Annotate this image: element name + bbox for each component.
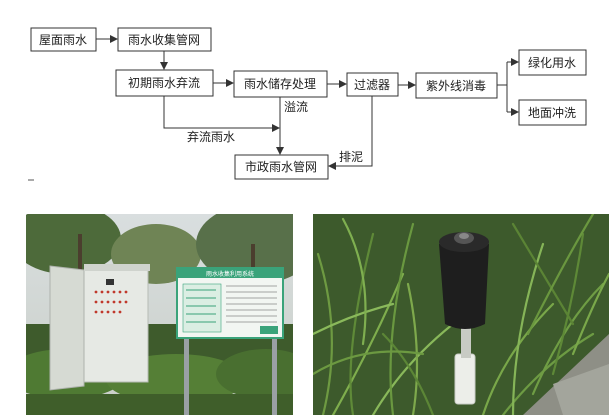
control-cabinet (49, 264, 150, 391)
node-greening-label: 绿化用水 (528, 55, 576, 70)
sprinkler-scene-illustration (313, 214, 609, 415)
node-initial-diversion: 初期雨水弃流 (115, 69, 214, 97)
node-ground-wash: 地面冲洗 (518, 99, 587, 126)
edge-discard-rain (163, 96, 280, 132)
node-collection-pipe: 雨水收集管网 (117, 27, 212, 52)
node-filter-label: 过滤器 (354, 78, 390, 92)
connectors (96, 35, 519, 170)
node-initial-diversion-label: 初期雨水弃流 (128, 75, 200, 90)
edge-sludge (328, 96, 373, 170)
node-greening: 绿化用水 (518, 49, 587, 76)
node-municipal: 市政雨水管网 (234, 154, 329, 180)
node-uv: 紫外线消毒 (415, 72, 498, 99)
photo-sprinkler (313, 214, 609, 415)
node-collection-pipe-label: 雨水收集管网 (128, 32, 200, 47)
label-overflow: 溢流 (284, 100, 308, 114)
info-board: 雨水收集利用系统 (176, 267, 284, 415)
node-filter: 过滤器 (346, 72, 399, 97)
node-municipal-label: 市政雨水管网 (245, 159, 317, 174)
node-storage: 雨水储存处理 (233, 70, 328, 98)
node-uv-label: 紫外线消毒 (426, 79, 486, 93)
node-ground-wash-label: 地面冲洗 (528, 105, 576, 120)
photo-equipment-cabinet: 雨水收集利用系统 (26, 214, 293, 415)
node-storage-label: 雨水储存处理 (244, 76, 316, 91)
info-board-title: 雨水收集利用系统 (206, 270, 254, 278)
cabinet-scene-illustration: 雨水收集利用系统 (26, 214, 293, 415)
label-sludge: 排泥 (339, 150, 363, 164)
node-roof-rain: 屋面雨水 (30, 27, 97, 52)
sprinkler-head (439, 232, 489, 405)
label-discard-rain: 弃流雨水 (187, 129, 235, 144)
node-roof-rain-label: 屋面雨水 (39, 33, 87, 47)
flow-diagram: 屋面雨水 雨水收集管网 初期雨水弃流 雨水储存处理 过滤器 紫外线消毒 绿化用水… (28, 27, 587, 181)
